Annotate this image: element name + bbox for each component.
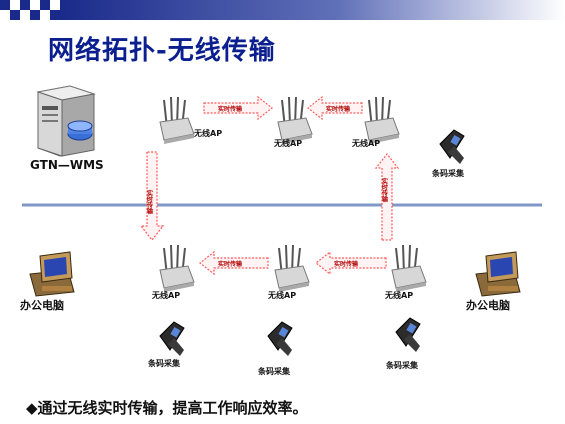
ap-label: 无线AP (152, 291, 181, 300)
wireless-ap-icon (159, 244, 195, 292)
scanner-label: 条码采集 (432, 169, 464, 178)
ap-label: 无线AP (274, 139, 303, 148)
ap-label: 无线AP (268, 291, 297, 300)
arrow-left (199, 250, 269, 276)
svg-text:实时传输: 实时传输 (218, 260, 243, 268)
barcode-scanner-icon (159, 321, 185, 356)
footer-bullet-text: ◆通过无线实时传输，提高工作响应效率。 (26, 399, 308, 417)
arrow-left (307, 95, 363, 121)
arrow-down (139, 151, 165, 241)
svg-text:实时传输: 实时传输 (334, 260, 359, 268)
scanner-label: 条码采集 (148, 359, 180, 368)
arrow-right (203, 95, 273, 121)
barcode-scanner-icon (395, 317, 421, 352)
svg-text:实时传输: 实时传输 (326, 105, 351, 113)
wireless-ap-icon (364, 96, 400, 144)
scanner-label: 条码采集 (258, 367, 290, 376)
office-pc-label: 办公电脑 (20, 299, 64, 312)
header-checker-pattern (0, 0, 565, 20)
office-pc-icon (475, 251, 521, 297)
wireless-ap-icon (159, 96, 195, 144)
arrow-left (315, 250, 387, 276)
ap-label: 无线AP (194, 129, 223, 138)
svg-text:实时传输: 实时传输 (381, 177, 389, 203)
server-icon (36, 85, 96, 157)
wireless-ap-icon (274, 244, 310, 292)
wireless-ap-icon (391, 244, 427, 292)
arrow-labels: 实时传输 实时传输 实时传输 实时传输 实时传输 实时传输 (146, 105, 389, 268)
office-pc-icon (29, 251, 75, 297)
svg-text:实时传输: 实时传输 (146, 189, 154, 215)
svg-text:实时传输: 实时传输 (218, 105, 243, 113)
page-title: 网络拓扑-无线传输 (48, 36, 276, 66)
scanner-label: 条码采集 (386, 361, 418, 370)
ap-label: 无线AP (385, 291, 414, 300)
wireless-ap-icon (277, 96, 313, 144)
barcode-scanner-icon (267, 321, 293, 356)
barcode-scanner-icon (439, 129, 465, 164)
arrow-up (374, 153, 400, 241)
server-label: GTN—WMS (30, 158, 104, 172)
office-pc-label: 办公电脑 (466, 299, 510, 312)
ap-label: 无线AP (352, 139, 381, 148)
